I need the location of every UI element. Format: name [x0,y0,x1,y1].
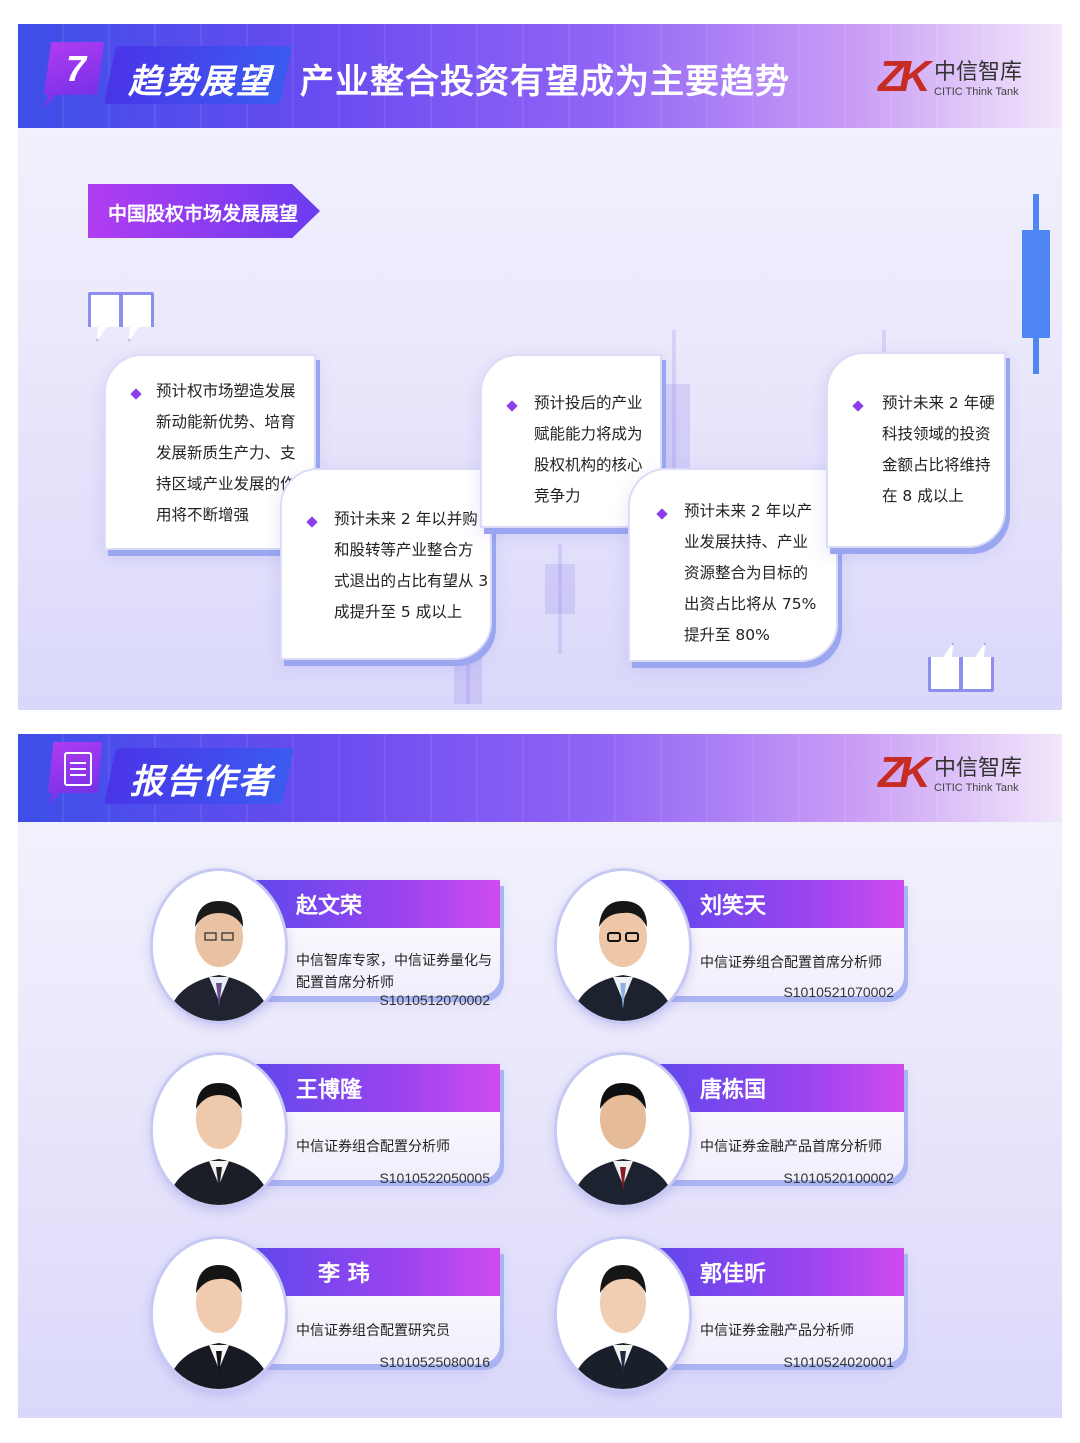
author-name: 刘笑天 [700,894,767,919]
author-license-id: S1010520100002 [783,1170,894,1186]
subtitle-tab: 中国股权市场发展展望 [88,184,320,238]
bullet-icon [656,508,668,520]
citic-think-tank-logo: ZK 中信智库 CITIC Think Tank [878,748,1028,804]
author-title: 中信证券组合配置分析师 [296,1139,450,1155]
section-number: 7 [66,48,87,89]
logo-mark: ZK [878,52,931,101]
logo-en-text: CITIC Think Tank [934,86,1019,98]
bullet-icon [506,400,518,412]
outlook-card-1: 预计权市场塑造发展 新动能新优势、培育 发展新质生产力、支 持区域产业发展的作 … [104,354,316,550]
card-text: 预计投后的产业 赋能能力将成为 股权机构的核心 竞争力 [534,394,643,505]
author-license-id: S1010512070002 [379,992,490,1008]
candle-decoration [1022,230,1050,338]
citic-think-tank-logo: ZK 中信智库 CITIC Think Tank [878,52,1028,108]
logo-cn-text: 中信智库 [934,756,1023,781]
slide-header: 报告作者 ZK 中信智库 CITIC Think Tank [18,734,1062,822]
author-name-bar [250,1064,500,1112]
trend-outlook-slide: 7 趋势展望 产业整合投资有望成为主要趋势 ZK 中信智库 CITIC Thin… [18,24,1062,710]
author-title: 中信证券组合配置首席分析师 [700,955,882,971]
author-avatar [150,868,288,1024]
author-card: 王博隆 中信证券组合配置分析师 S1010522050005 [150,1052,510,1208]
author-card: 刘笑天 中信证券组合配置首席分析师 S1010521070002 [554,868,914,1024]
logo-cn-text: 中信智库 [934,60,1023,85]
author-card: 李 玮 中信证券组合配置研究员 S1010525080016 [150,1236,510,1392]
author-name-bar [250,880,500,928]
outlook-card-4: 预计未来 2 年以产 业发展扶持、产业 资源整合为目标的 出资占比将从 75% … [628,468,838,662]
author-license-id: S1010524020001 [783,1354,894,1370]
author-name: 赵文荣 [296,894,363,919]
slide-header: 7 趋势展望 产业整合投资有望成为主要趋势 ZK 中信智库 CITIC Thin… [18,24,1062,128]
document-lines-icon [64,752,92,786]
author-name: 王博隆 [296,1078,363,1103]
author-license-id: S1010525080016 [379,1354,490,1370]
bullet-icon [306,516,318,528]
author-name: 李 玮 [318,1262,370,1287]
author-title: 中信证券金融产品首席分析师 [700,1139,882,1155]
author-name: 郭佳昕 [700,1262,767,1287]
page-title: 产业整合投资有望成为主要趋势 [300,62,790,102]
outlook-card-2: 预计未来 2 年以并购 和股转等产业整合方 式退出的占比有望从 3 成提升至 5… [280,468,492,660]
author-name-bar [250,1248,500,1296]
bullet-icon [852,400,864,412]
logo-mark: ZK [878,748,931,797]
author-name-bar [654,1248,904,1296]
card-text: 预计权市场塑造发展 新动能新优势、培育 发展新质生产力、支 持区域产业发展的作 … [156,382,296,524]
author-title: 中信证券组合配置研究员 [296,1323,450,1339]
author-avatar [150,1236,288,1392]
bullet-icon [130,388,142,400]
author-name: 唐栋国 [700,1078,767,1103]
author-name-bar [654,880,904,928]
candle-decoration [545,564,575,614]
author-title: 中信证券金融产品分析师 [700,1323,854,1339]
outlook-card-5: 预计未来 2 年硬 科技领域的投资 金额占比将维持 在 8 成以上 [826,352,1006,548]
section-name: 趋势展望 [128,62,272,102]
author-title: 中信智库专家，中信证券量化与配置首席分析师 [296,953,492,991]
card-text: 预计未来 2 年以产 业发展扶持、产业 资源整合为目标的 出资占比将从 75% … [684,502,817,644]
report-authors-slide: 报告作者 ZK 中信智库 CITIC Think Tank 赵文荣 中信智库专家… [18,734,1062,1418]
subtitle-text: 中国股权市场发展展望 [108,203,299,225]
author-avatar [554,1236,692,1392]
section-name: 报告作者 [130,762,274,802]
author-avatar [554,1052,692,1208]
card-text: 预计未来 2 年以并购 和股转等产业整合方 式退出的占比有望从 3 成提升至 5… [334,510,489,621]
author-name-bar [654,1064,904,1112]
candle-decoration [558,544,562,654]
author-license-id: S1010522050005 [379,1170,490,1186]
author-card: 赵文荣 中信智库专家，中信证券量化与配置首席分析师 S1010512070002 [150,868,510,1024]
card-text: 预计未来 2 年硬 科技领域的投资 金额占比将维持 在 8 成以上 [882,394,995,505]
logo-en-text: CITIC Think Tank [934,782,1019,794]
author-card: 唐栋国 中信证券金融产品首席分析师 S1010520100002 [554,1052,914,1208]
author-license-id: S1010521070002 [783,984,894,1000]
author-avatar [554,868,692,1024]
author-card: 郭佳昕 中信证券金融产品分析师 S1010524020001 [554,1236,914,1392]
author-avatar [150,1052,288,1208]
